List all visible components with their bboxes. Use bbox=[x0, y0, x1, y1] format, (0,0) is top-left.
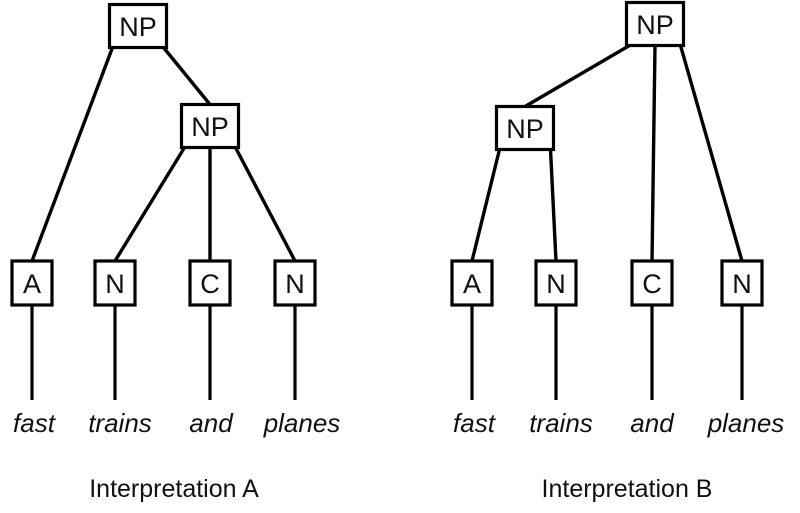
tree-edge-inner-to-leaf-n2 bbox=[233, 146, 297, 262]
node-label: C bbox=[200, 269, 220, 299]
node-label: NP bbox=[119, 12, 157, 42]
node-box bbox=[179, 102, 241, 150]
node-box bbox=[273, 259, 317, 307]
node-label: N bbox=[105, 269, 125, 299]
tree-node-root-np[interactable]: NP bbox=[107, 2, 169, 50]
node-box bbox=[93, 259, 137, 307]
tree-edge-inner-to-leaf-a bbox=[470, 149, 502, 262]
tree-edge-root-to-leaf-n2 bbox=[678, 45, 744, 262]
tree-node-leaf-n1-n[interactable]: N bbox=[534, 259, 578, 307]
tree-node-leaf-a-a[interactable]: A bbox=[10, 259, 54, 307]
node-label: NP bbox=[506, 114, 544, 144]
node-box bbox=[630, 259, 674, 307]
node-box bbox=[720, 259, 764, 307]
node-box bbox=[624, 0, 686, 48]
node-label: NP bbox=[636, 10, 674, 40]
tree-node-leaf-c-c[interactable]: C bbox=[630, 259, 674, 307]
tree-edge-root-to-inner bbox=[162, 46, 212, 106]
node-label: A bbox=[23, 269, 41, 299]
terminal-word-and: and bbox=[630, 408, 675, 438]
terminal-word-planes: planes bbox=[263, 408, 341, 438]
node-box bbox=[188, 259, 232, 307]
node-label: C bbox=[642, 269, 662, 299]
tree-edge-root-to-inner bbox=[524, 44, 631, 108]
terminal-word-trains: trains bbox=[529, 408, 593, 438]
tree-node-leaf-a-a[interactable]: A bbox=[450, 259, 494, 307]
tree-edge-root-to-leaf-a bbox=[30, 46, 115, 262]
node-box bbox=[450, 259, 494, 307]
tree-node-inner-np[interactable]: NP bbox=[179, 102, 241, 150]
tree-caption-interpretation-a: Interpretation A bbox=[89, 475, 259, 503]
tree-edge-root-to-leaf-c bbox=[650, 45, 657, 262]
terminal-word-and: and bbox=[189, 408, 234, 438]
tree-node-leaf-n2-n[interactable]: N bbox=[720, 259, 764, 307]
node-label: N bbox=[546, 269, 566, 299]
tree-node-inner-np[interactable]: NP bbox=[494, 104, 556, 152]
tree-node-leaf-c-c[interactable]: C bbox=[188, 259, 232, 307]
node-label: N bbox=[732, 269, 752, 299]
node-label: N bbox=[285, 269, 305, 299]
tree-edge-inner-to-leaf-n1 bbox=[113, 146, 186, 262]
terminal-word-trains: trains bbox=[88, 408, 152, 438]
node-box bbox=[10, 259, 54, 307]
node-box bbox=[107, 2, 169, 50]
node-label: A bbox=[463, 269, 481, 299]
node-label: NP bbox=[191, 112, 229, 142]
tree-node-leaf-n1-n[interactable]: N bbox=[93, 259, 137, 307]
terminal-word-fast: fast bbox=[13, 408, 57, 438]
terminal-word-planes: planes bbox=[707, 408, 785, 438]
node-box bbox=[494, 104, 556, 152]
tree-caption-interpretation-b: Interpretation B bbox=[542, 475, 713, 503]
tree-node-leaf-n2-n[interactable]: N bbox=[273, 259, 317, 307]
tree-edge-inner-to-leaf-n1 bbox=[548, 149, 558, 262]
tree-node-root-np[interactable]: NP bbox=[624, 0, 686, 48]
node-box bbox=[534, 259, 578, 307]
terminal-word-fast: fast bbox=[453, 408, 497, 438]
